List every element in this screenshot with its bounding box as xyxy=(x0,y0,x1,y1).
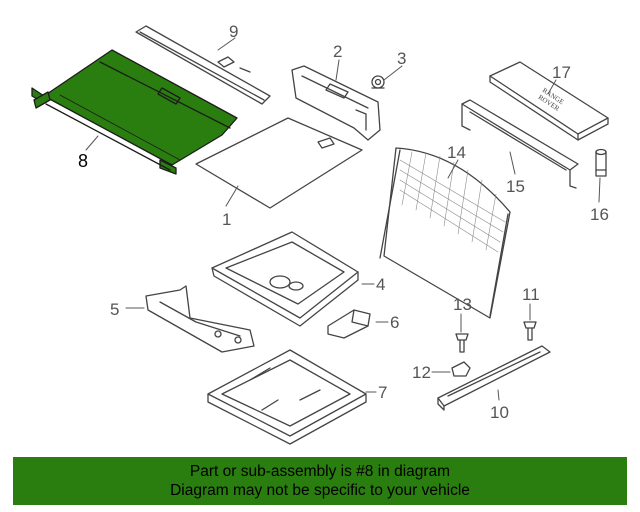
leader-lines xyxy=(85,37,601,401)
callout-3[interactable]: 3 xyxy=(397,49,406,68)
callout-13[interactable]: 13 xyxy=(453,295,472,314)
part-3-clip[interactable] xyxy=(371,75,385,89)
part-4-storage-tray[interactable] xyxy=(211,231,359,327)
callout-2[interactable]: 2 xyxy=(333,42,342,61)
part-7-floor-tray[interactable] xyxy=(207,349,367,445)
callout-labels: 1 2 3 4 5 6 7 8 9 10 11 12 13 14 15 16 1… xyxy=(78,22,609,422)
callout-14[interactable]: 14 xyxy=(447,143,466,162)
banner-line-1: Part or sub-assembly is #8 in diagram xyxy=(189,463,451,480)
callout-5[interactable]: 5 xyxy=(110,300,119,319)
part-6-block[interactable] xyxy=(327,309,371,339)
callout-17[interactable]: 17 xyxy=(552,63,571,82)
part-13-screw[interactable] xyxy=(455,333,469,353)
callout-4[interactable]: 4 xyxy=(376,275,385,294)
callout-9[interactable]: 9 xyxy=(229,22,238,41)
part-2-trim-panel[interactable] xyxy=(291,65,381,141)
callout-16[interactable]: 16 xyxy=(590,205,609,224)
callout-12[interactable]: 12 xyxy=(412,363,431,382)
callout-11[interactable]: 11 xyxy=(522,285,540,304)
banner-line-2: Diagram may not be specific to your vehi… xyxy=(170,482,470,499)
part-8-cargo-cover[interactable] xyxy=(31,49,238,175)
parts-diagram: RANGE ROVER 1 2 3 4 5 6 7 8 9 10 11 12 1… xyxy=(31,22,609,445)
callout-10[interactable]: 10 xyxy=(490,403,509,422)
part-17-emblem-panel[interactable] xyxy=(489,61,609,141)
part-14-net-partition[interactable] xyxy=(379,147,511,319)
callout-6[interactable]: 6 xyxy=(390,313,399,332)
part-10-sill-plate[interactable] xyxy=(437,345,551,411)
part-15-rail[interactable] xyxy=(461,99,579,189)
part-5-bracket[interactable] xyxy=(145,285,255,353)
part-1-load-floor[interactable] xyxy=(195,117,363,209)
info-banner: Part or sub-assembly is #8 in diagram Di… xyxy=(13,457,627,505)
callout-7[interactable]: 7 xyxy=(378,383,387,402)
part-9-parcel-shelf[interactable] xyxy=(135,25,271,105)
part-12-clip[interactable] xyxy=(451,361,471,377)
callout-1[interactable]: 1 xyxy=(222,210,231,229)
callout-15[interactable]: 15 xyxy=(506,177,525,196)
part-11-screw[interactable] xyxy=(523,321,537,341)
callout-8[interactable]: 8 xyxy=(78,151,88,171)
part-16-cylinder[interactable] xyxy=(595,148,607,177)
part-14-net-mesh xyxy=(399,151,506,253)
